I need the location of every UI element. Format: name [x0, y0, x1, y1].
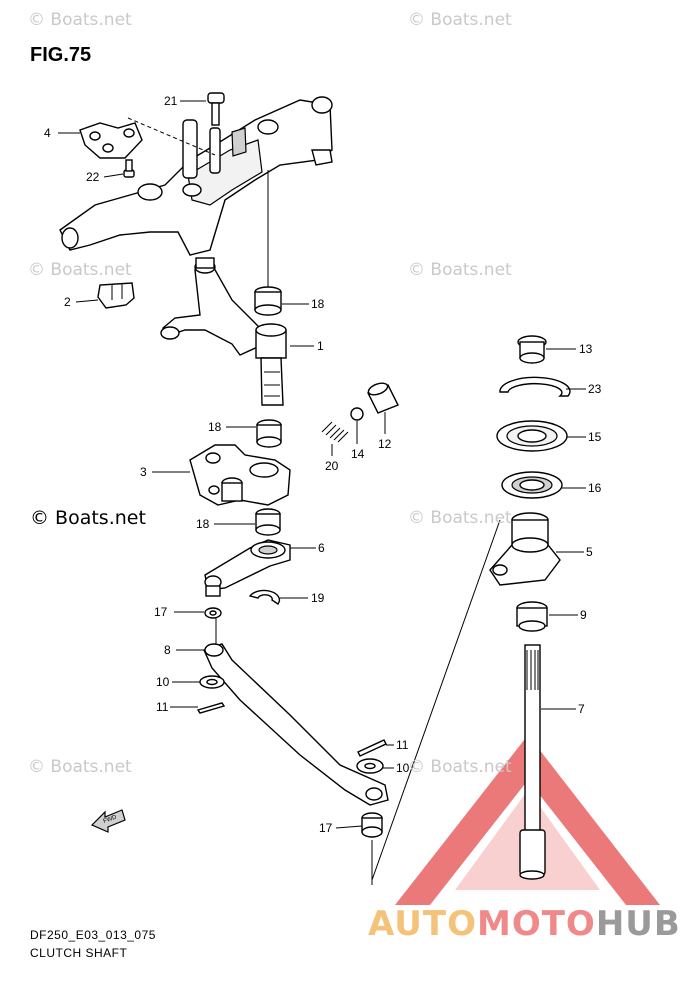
callout-18-b: 18: [208, 420, 222, 434]
callout-8: 8: [164, 643, 171, 657]
callout-4: 4: [44, 126, 51, 140]
clutch-housing-3: [189, 444, 291, 506]
bearing-15: [496, 420, 568, 452]
figure-code: DF250_E03_013_075: [30, 928, 156, 942]
washer-10-left: [199, 675, 225, 689]
callout-19: 19: [311, 591, 325, 605]
callout-10-b: 10: [396, 761, 410, 775]
clutch-shaft-7: [519, 644, 546, 880]
washer-17-upper: [204, 607, 222, 619]
bushing-18-low: [255, 508, 281, 536]
callouts: 21 4 22 2 18 1 13 23 15 18 20 14 12 16 3…: [44, 94, 602, 835]
bushing-18-mid: [256, 419, 282, 448]
automotohub-logo: AUTOMOTOHUB: [368, 904, 681, 944]
watermark-bottom-right: © Boats.net: [408, 757, 512, 777]
spring-20: [321, 421, 349, 443]
callout-2: 2: [64, 295, 71, 309]
callout-16: 16: [588, 481, 602, 495]
callout-18-c: 18: [196, 517, 210, 531]
shift-lever-1: [160, 257, 287, 406]
callout-11-b: 11: [396, 738, 409, 752]
shift-bracket-housing: [59, 96, 333, 256]
circlip-23: [499, 376, 571, 397]
watermark-bottom-left: © Boats.net: [28, 757, 132, 777]
callout-6: 6: [318, 541, 325, 555]
link-rod-8: [203, 643, 389, 806]
bushing-17-lower: [361, 812, 383, 838]
callout-23: 23: [588, 382, 602, 396]
figure-title: FIG.75: [30, 44, 92, 66]
clip-2: [97, 282, 135, 309]
callout-13: 13: [579, 342, 593, 356]
fwd-arrow-icon: FWD: [90, 809, 126, 833]
sleeve-12: [367, 382, 399, 414]
clutch-guide-5: [489, 512, 561, 586]
plate-4: [79, 122, 143, 159]
cotter-pin-11-right: [357, 739, 387, 757]
seal-16: [501, 471, 563, 499]
callout-12: 12: [378, 437, 392, 451]
bolt-21: [207, 92, 225, 126]
callout-1: 1: [317, 339, 324, 353]
callout-15: 15: [588, 430, 602, 444]
watermark-large: © Boats.net: [30, 507, 146, 529]
callout-7: 7: [578, 702, 585, 716]
callout-21: 21: [164, 94, 178, 108]
callout-3: 3: [140, 465, 147, 479]
fwd-arrow-label: FWD: [103, 814, 119, 825]
arm-6: [204, 539, 291, 597]
ball-14: [350, 407, 364, 421]
logo-moto: MOTO: [476, 904, 596, 944]
callout-17-a: 17: [154, 605, 168, 619]
callout-14: 14: [351, 447, 365, 461]
cotter-pin-11-left: [196, 702, 226, 714]
callout-18-a: 18: [311, 297, 325, 311]
e-clip-19: [248, 589, 281, 605]
logo-auto: AUTO: [368, 904, 477, 944]
plug-13: [517, 335, 547, 364]
watermark-mid-right: © Boats.net: [408, 260, 512, 280]
bush-9: [516, 601, 548, 632]
callout-20: 20: [325, 459, 339, 473]
callout-17-b: 17: [319, 821, 333, 835]
callout-5: 5: [586, 545, 593, 559]
watermark-top-left: © Boats.net: [28, 10, 132, 30]
figure-name: CLUTCH SHAFT: [30, 946, 128, 960]
watermark-lower-right: © Boats.net: [408, 508, 512, 528]
callout-22: 22: [86, 170, 100, 184]
watermark-top-right: © Boats.net: [408, 10, 512, 30]
callout-11-a: 11: [156, 700, 169, 714]
bushing-18-top: [254, 286, 282, 316]
watermark-mid-left: © Boats.net: [28, 260, 132, 280]
logo-hub: HUB: [595, 904, 681, 944]
screw-22: [123, 159, 135, 178]
callout-9: 9: [580, 608, 587, 622]
washer-10-right: [356, 758, 384, 774]
callout-10-a: 10: [156, 675, 170, 689]
